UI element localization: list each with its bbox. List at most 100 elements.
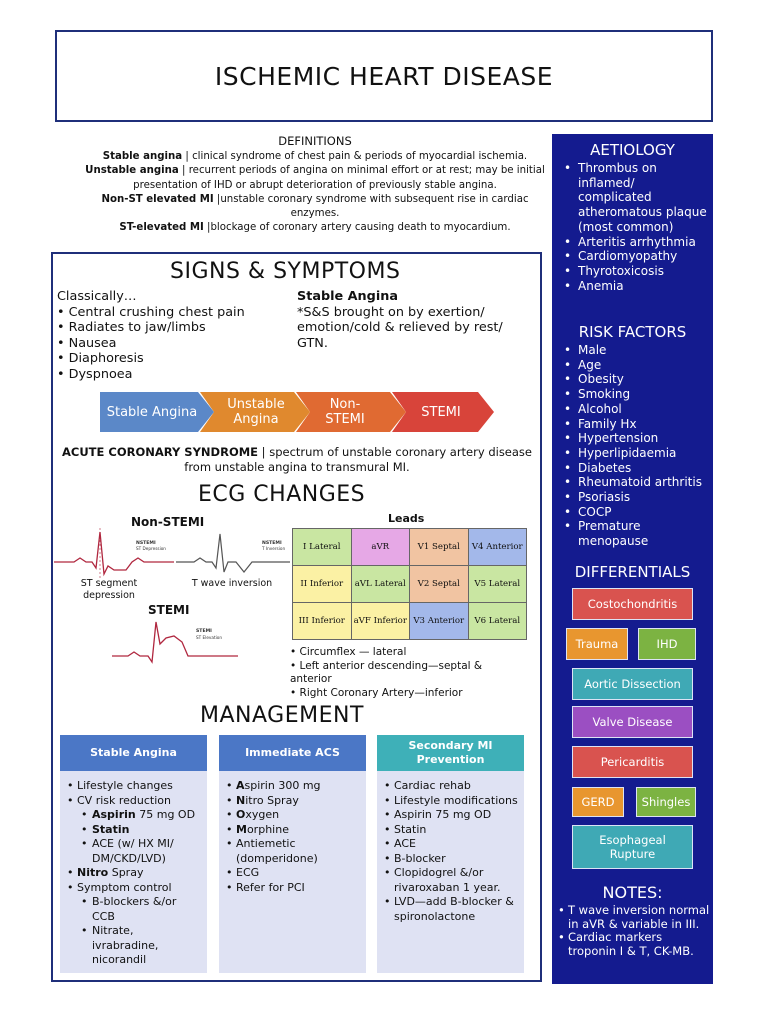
coronary-arteries-list: • Circumflex — lateral • Left anterior d… [290, 646, 520, 700]
mgmt-item: Aspirin 300 mg [225, 779, 360, 794]
nitro-bold: Nitro [77, 866, 109, 879]
mgmt-item: ACE (w/ HX MI/ DM/CKD/LVD) [66, 837, 201, 866]
risk-item: Diabetes [560, 461, 710, 476]
symptom-item: • Nausea [57, 335, 117, 351]
spectrum-stemi: STEMI [421, 404, 461, 420]
symptom-item: • Radiates to jaw/limbs [57, 320, 206, 336]
ecg-trace-st-elevation [112, 621, 238, 664]
notes-list: T wave inversion normal in aVR & variabl… [556, 903, 711, 959]
mgmt-item: Lifestyle changes [66, 779, 201, 794]
risk-item: Alcohol [560, 402, 710, 417]
definition-stemi: ST-elevated MI |blockage of coronary art… [80, 221, 550, 235]
arrow-stable [100, 392, 214, 432]
lead-cell: V3 Anterior [409, 602, 469, 640]
leads-heading: Leads [388, 512, 425, 525]
leads-row: I Lateral aVR V1 Septal V4 Anterior [292, 528, 527, 566]
symptom-item: • Central crushing chest pain [57, 304, 245, 320]
caption-st-depression: ST segment depression [80, 578, 138, 601]
mgmt-item: ACE [383, 837, 518, 852]
diff-trauma: Trauma [566, 628, 628, 660]
risk-factors-list: Male Age Obesity Smoking Alcohol Family … [560, 343, 710, 549]
risk-item: Premature menopause [560, 519, 710, 548]
aetiology-item: Cardiomyopathy [560, 249, 710, 264]
lead-cell: V1 Septal [409, 528, 469, 566]
mgmt-item: Cardiac rehab [383, 779, 518, 794]
mgmt-item: B-blocker [383, 852, 518, 867]
risk-item: Hypertension [560, 431, 710, 446]
arrow-unstable [200, 392, 310, 432]
definition-nstemi: Non-ST elevated MI |unstable coronary sy… [80, 193, 550, 221]
acs-term: ACUTE CORONARY SYNDROME [62, 445, 259, 459]
trace-label-t-inversion: T Inversion [261, 546, 285, 551]
mgmt-item: Oxygen [225, 808, 360, 823]
leads-table: I Lateral aVR V1 Septal V4 Anterior II I… [292, 528, 527, 640]
acs-definition: ACUTE CORONARY SYNDROME | spectrum of un… [62, 445, 532, 475]
definition-unstable: Unstable angina | recurrent periods of a… [80, 164, 550, 192]
aetiology-list: Thrombus on inflamed/ complicated athero… [560, 161, 710, 293]
statin-bold: Statin [92, 822, 130, 836]
text-stemi: |blockage of coronary artery causing dea… [203, 222, 511, 234]
aspirin-bold: Aspirin [92, 808, 136, 821]
mnemonic-letter: M [236, 822, 247, 836]
sidebar: AETIOLOGY Thrombus on inflamed/ complica… [552, 134, 713, 984]
title-box: ISCHEMIC HEART DISEASE [55, 30, 713, 122]
text-unstable: | recurrent periods of angina on minimal… [133, 165, 545, 191]
mgmt-header-acs: Immediate ACS [219, 735, 366, 771]
lead-cell: aVF Inferior [350, 602, 410, 640]
definitions-section: DEFINITIONS Stable angina | clinical syn… [80, 134, 550, 235]
risk-item: Psoriasis [560, 490, 710, 505]
artery-item: • Circumflex — lateral [290, 646, 407, 658]
mgmt-header-stable: Stable Angina [60, 735, 207, 771]
diff-valve-disease: Valve Disease [572, 706, 693, 738]
leads-row: II Inferior aVL Lateral V2 Septal V5 Lat… [292, 565, 527, 603]
mgmt-item: Nitro Spray [225, 794, 360, 809]
risk-item: Rheumatoid arthritis [560, 475, 710, 490]
stable-angina-text: *S&S brought on by exertion/ emotion/col… [297, 304, 503, 351]
lead-cell: aVL Lateral [350, 565, 410, 603]
mnemonic-letter: O [236, 808, 246, 821]
artery-item: • Right Coronary Artery—inferior [290, 686, 463, 699]
differentials-heading: DIFFERENTIALS [574, 563, 691, 581]
mgmt-item: Aspirin 75 mg OD [66, 808, 201, 823]
risk-factors-heading: RISK FACTORS [578, 323, 687, 341]
mgmt-item: LVD—add B-blocker & spironolactone [383, 895, 518, 924]
diff-gerd: GERD [572, 787, 624, 817]
notes-heading: NOTES: [602, 883, 663, 902]
signs-heading: SIGNS & SYMPTOMS [170, 259, 401, 284]
aetiology-item: Arteritis arrhythmia [560, 235, 710, 250]
lead-cell: I Lateral [292, 528, 352, 566]
note-item: Cardiac markers troponin I & T, CK-MB. [556, 930, 711, 958]
trace-label-nstemi-2: NSTEMI [262, 540, 282, 546]
spectrum-non-stemi: Non-STEMI [325, 397, 365, 427]
definition-stable: Stable angina | clinical syndrome of che… [80, 150, 550, 164]
risk-item: Obesity [560, 372, 710, 387]
mgmt-item: Clopidogrel &/or rivaroxaban 1 year. [383, 866, 518, 895]
page-title: ISCHEMIC HEART DISEASE [214, 61, 554, 91]
lead-cell: V6 Lateral [467, 602, 527, 640]
text-stable: | clinical syndrome of chest pain & peri… [182, 151, 528, 163]
mgmt-item: Aspirin 75 mg OD [383, 808, 518, 823]
mgmt-item: ECG [225, 866, 360, 881]
leads-row: III Inferior aVF Inferior V3 Anterior V6… [292, 602, 527, 640]
main-content-box [51, 252, 542, 982]
ecg-trace-st-depression [54, 531, 174, 577]
text-nstemi: |unstable coronary syndrome with subsequ… [213, 193, 529, 220]
mgmt-item: B-blockers &/or CCB [66, 895, 201, 924]
risk-item: Family Hx [560, 417, 710, 432]
arrow-shapes [100, 392, 494, 432]
mnemonic-rest: orphine [246, 822, 289, 836]
mgmt-item: Nitro Spray [66, 866, 201, 881]
stable-angina-heading: Stable Angina [297, 289, 398, 304]
lead-cell: III Inferior [292, 602, 352, 640]
definitions-heading: DEFINITIONS [278, 134, 352, 148]
lead-cell: V2 Septal [409, 565, 469, 603]
mgmt-item: CV risk reduction [66, 794, 201, 809]
nitro-form: Spray [108, 866, 144, 879]
risk-item: Smoking [560, 387, 710, 402]
artery-item: • Left anterior descending—septal & ante… [290, 659, 483, 686]
diff-costochondritis: Costochondritis [572, 588, 693, 620]
diff-ihd: IHD [638, 628, 696, 660]
trace-label-st-depression: ST Depression [136, 546, 166, 551]
trace-label-nstemi: NSTEMI [136, 540, 156, 546]
mnemonic-letter: N [236, 793, 246, 807]
